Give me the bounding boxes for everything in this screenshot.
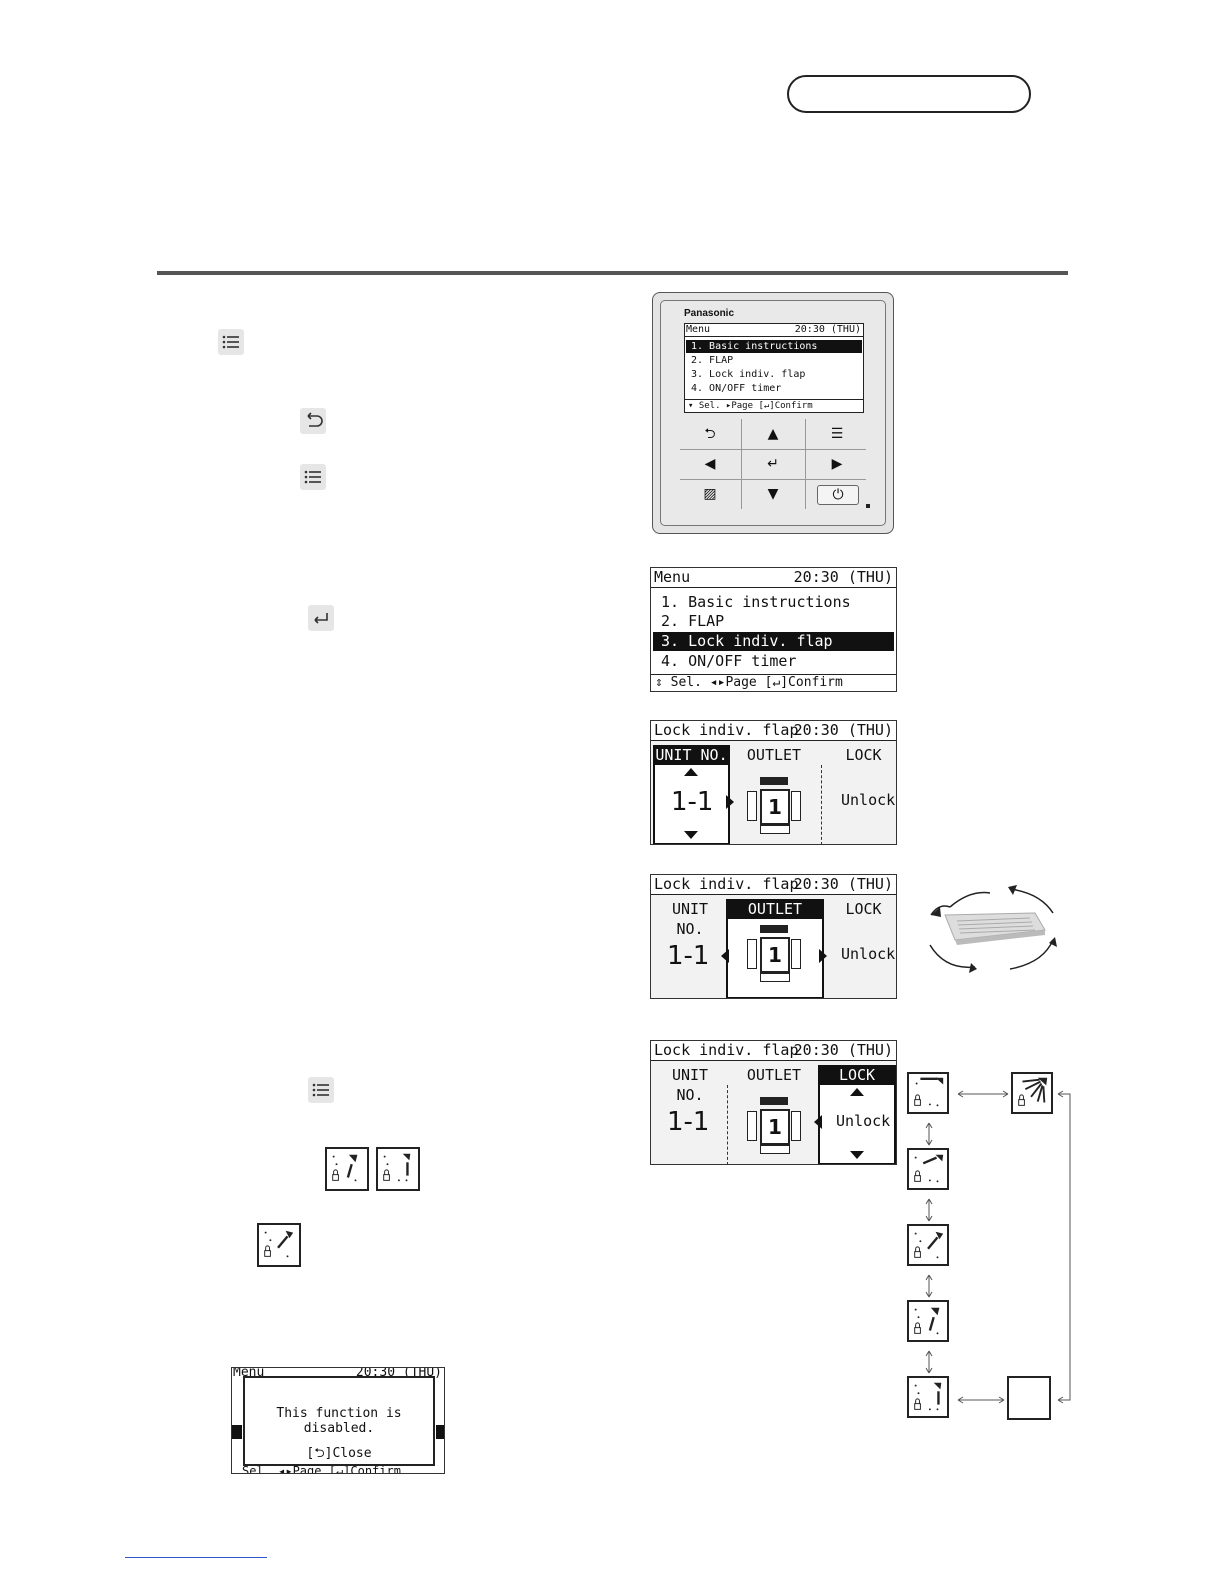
remote-menu-item: 3. Lock indiv. flap <box>686 368 862 381</box>
outlet-header: OUTLET <box>743 1065 805 1085</box>
screen-title: Lock indiv. flap <box>654 721 799 740</box>
enter-button[interactable]: ↵ <box>743 450 803 478</box>
menu-button[interactable]: ☰ <box>807 420 867 448</box>
cassette-unit-illustration <box>925 885 1060 975</box>
menu-item[interactable]: 1. Basic instructions <box>653 593 894 612</box>
lock-value: Unlock <box>841 791 895 809</box>
lock-value: Unlock <box>841 945 895 963</box>
screen-time: 20:30 (THU) <box>794 568 893 587</box>
down-button[interactable]: ▼ <box>743 480 803 508</box>
menu-icon <box>300 464 326 490</box>
bg-selection-left <box>232 1425 242 1439</box>
screen-title: Menu <box>654 568 690 587</box>
screen-time: 20:30 (THU) <box>794 1041 893 1060</box>
unit-header: UNIT NO. <box>655 1065 725 1085</box>
dialog-message: This function is disabled. <box>245 1406 433 1436</box>
unit-header: UNIT NO. <box>655 899 725 919</box>
flap-position-4-icon <box>376 1147 420 1191</box>
unit-header: UNIT NO. <box>654 745 729 765</box>
footer-link-underline[interactable] <box>125 1557 267 1558</box>
up-arrow-icon <box>684 768 698 776</box>
close-button[interactable]: [⮌]Close <box>245 1444 433 1466</box>
outlet-header: OUTLET <box>727 899 823 919</box>
outlet-number: 1 <box>760 1109 790 1145</box>
section-rule <box>157 271 1068 275</box>
right-arrow-icon <box>819 949 827 963</box>
right-arrow-icon <box>726 795 734 809</box>
bg-selection-right <box>436 1425 444 1439</box>
remote-screen-footer: ▾ Sel. ▸Page [↵]Confirm <box>685 399 863 412</box>
screen-time: 20:30 (THU) <box>794 721 893 740</box>
enter-icon <box>308 605 334 631</box>
outlet-number: 1 <box>760 789 790 825</box>
screen-title: Lock indiv. flap <box>654 875 799 894</box>
menu-icon <box>308 1077 334 1103</box>
display-button[interactable]: ▨ <box>680 480 740 508</box>
outlet-diagram: 1 <box>747 925 801 983</box>
menu-item[interactable]: 4. ON/OFF timer <box>653 652 894 671</box>
left-button[interactable]: ◀ <box>680 450 740 478</box>
disabled-function-screen: Menu 20:30 (THU) Sel. ◂▸Page [↵]Confirm … <box>231 1367 445 1474</box>
flap-position-3-icon <box>325 1147 369 1191</box>
screen-footer: ⇕ Sel. ◂▸Page [↵]Confirm <box>651 674 896 691</box>
outlet-diagram: 1 <box>747 1097 801 1155</box>
unit-value: 1-1 <box>667 941 709 971</box>
indicator-led <box>866 504 870 508</box>
outlet-diagram: 1 <box>747 777 801 835</box>
down-arrow-icon <box>850 1151 864 1159</box>
lock-header: LOCK <box>819 1065 895 1085</box>
outlet-number: 1 <box>760 937 790 973</box>
up-arrow-icon <box>850 1088 864 1096</box>
remote-menu-item: 4. ON/OFF timer <box>686 382 862 395</box>
divider <box>727 1085 728 1165</box>
lock-header: LOCK <box>836 899 891 919</box>
screen-time: 20:30 (THU) <box>794 875 893 894</box>
flap-position-2-icon <box>257 1223 301 1267</box>
remote-screen: Menu 20:30 (THU) 1. Basic instructions 2.… <box>684 323 864 413</box>
up-button[interactable]: ▲ <box>743 420 803 448</box>
header-pill <box>787 75 1031 113</box>
unit-value: 1-1 <box>667 1107 709 1137</box>
divider <box>821 765 822 845</box>
remote-screen-title: Menu <box>686 324 710 336</box>
back-button[interactable]: ⮌ <box>680 420 740 448</box>
remote-screen-time: 20:30 (THU) <box>795 324 861 336</box>
remote-controller: Panasonic Menu 20:30 (THU) 1. Basic instr… <box>652 292 894 534</box>
menu-item[interactable]: 2. FLAP <box>653 612 894 631</box>
unit-value: 1-1 <box>671 787 713 817</box>
screen-title: Lock indiv. flap <box>654 1041 799 1060</box>
lock-value: Unlock <box>836 1112 890 1130</box>
menu-icon <box>218 329 244 355</box>
flap-cycle-connectors <box>900 1065 1080 1425</box>
lock-header: LOCK <box>836 745 891 765</box>
right-button[interactable]: ▶ <box>807 450 867 478</box>
remote-menu-item: 2. FLAP <box>686 354 862 367</box>
remote-menu-item: 1. Basic instructions <box>686 340 862 353</box>
menu-screen: Menu 20:30 (THU) 1. Basic instructions 2.… <box>650 567 897 692</box>
power-button[interactable]: ⏻ <box>817 485 859 505</box>
disabled-dialog: This function is disabled. [⮌]Close <box>243 1376 435 1466</box>
back-icon <box>300 408 326 434</box>
outlet-header: OUTLET <box>743 745 805 765</box>
left-arrow-icon <box>721 949 729 963</box>
menu-item-selected[interactable]: 3. Lock indiv. flap <box>653 632 894 651</box>
down-arrow-icon <box>684 831 698 839</box>
brand-logo: Panasonic <box>684 308 734 319</box>
left-arrow-icon <box>814 1115 822 1129</box>
